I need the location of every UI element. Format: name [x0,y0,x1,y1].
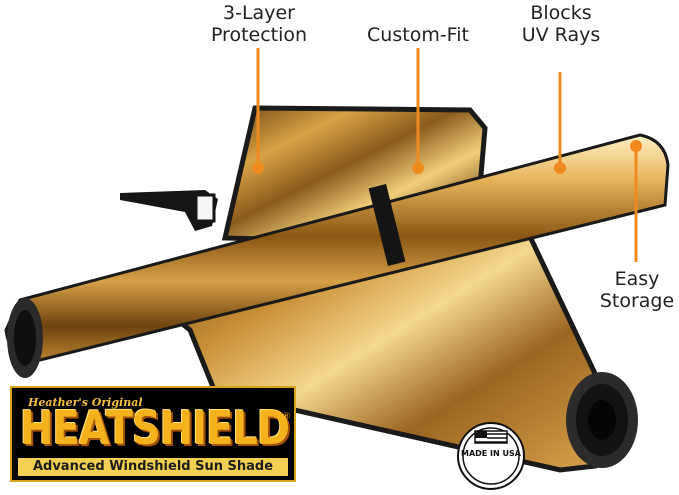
callout-custom-fit: Custom-Fit [356,24,480,46]
callout-line: Storage [599,290,675,312]
registered-mark: ® [282,412,291,422]
callout-line: Easy [614,268,660,290]
callout-line: Blocks [530,2,592,24]
callout-dots [252,140,642,174]
made-in-usa-badge: MADE IN USA [456,421,526,491]
strap [120,190,218,231]
callout-line: Protection [210,24,308,46]
roll-end [566,372,638,468]
roll-left-end [7,298,43,378]
callout-markers [256,48,638,262]
callout-line: UV Rays [521,24,601,46]
logo-brand-top: Heather's Original [28,396,143,409]
callout-line: Custom-Fit [367,24,469,46]
heatshield-logo: Heather's Original HEATSHIELD ® Advanced… [10,386,296,482]
callout-easy-storage: Easy Storage [596,268,678,312]
logo-wordmark: HEATSHIELD [20,402,290,456]
roll-band [368,184,406,266]
callout-3-layer-protection: 3-Layer Protection [200,2,318,46]
callout-blocks-uv-rays: Blocks UV Rays [512,2,610,46]
flag-icon [457,422,525,490]
badge-text: MADE IN USA [461,449,521,458]
callout-line: 3-Layer [223,2,295,24]
logo-tagline: Advanced Windshield Sun Shade [18,458,288,476]
